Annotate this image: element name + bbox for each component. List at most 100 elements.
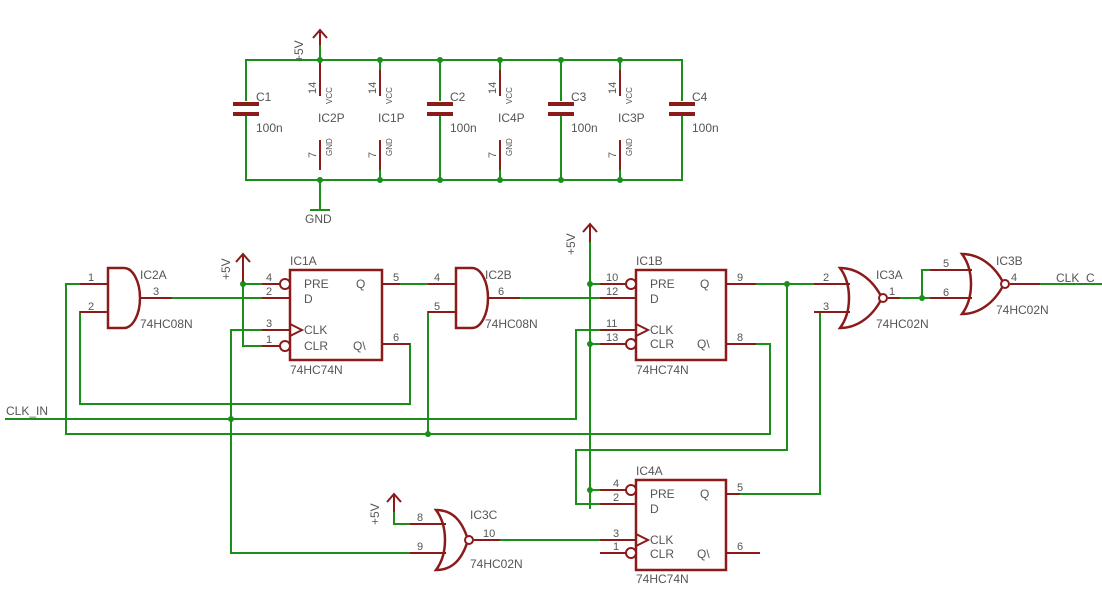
pin-number: 9	[417, 541, 423, 553]
supply-vcc-name: VCC	[325, 87, 334, 104]
pin-number: 4	[434, 272, 440, 284]
nor-gate-ic3a: 2 3 1 IC3A 74HC02N	[814, 266, 929, 331]
gate-part: 74HC02N	[876, 317, 929, 331]
clk-out-label: CLK_C	[1056, 271, 1095, 285]
ff-pin-label: Q\	[697, 547, 710, 561]
capacitor-c3: C3 100n	[548, 90, 598, 135]
ff-pin-label: Q	[700, 277, 709, 291]
supply-vcc-pin: 14	[487, 82, 499, 94]
ff-part: 74HC74N	[636, 363, 689, 377]
pin-number: 3	[153, 286, 159, 298]
pin-number: 2	[266, 286, 272, 298]
vcc-label: +5V	[564, 233, 578, 255]
pin-number: 1	[88, 272, 94, 284]
supply-vcc-pin: 14	[367, 82, 379, 94]
vcc-label-top: +5V	[292, 40, 306, 62]
pin-number: 8	[737, 332, 743, 344]
pin-number: 2	[88, 301, 94, 313]
flipflop-ic4a: 4 2 3 1 5 6 PRE D CLK CLR Q Q\ IC4A 74HC…	[600, 464, 760, 586]
supply-vcc-name: VCC	[625, 87, 634, 104]
pin-number: 12	[606, 286, 618, 298]
ff-pin-label: Q	[700, 487, 709, 501]
gate-name: IC3A	[876, 268, 903, 282]
supply-gnd-pin: 7	[367, 152, 379, 158]
junction-dots-power	[317, 57, 623, 183]
flipflop-ic1a: 4 2 3 1 5 6 PRE D CLK CLR Q Q\ IC1A 74HC…	[262, 254, 410, 377]
supply-gnd-name: GND	[325, 138, 334, 156]
pin-number: 1	[889, 286, 895, 298]
supply-gnd-pin: 7	[607, 152, 619, 158]
vcc-label: +5V	[219, 258, 233, 280]
supply-vcc-pin: 14	[607, 82, 619, 94]
gate-part: 74HC02N	[470, 557, 523, 571]
capacitor-value: 100n	[571, 121, 598, 135]
supply-ic2p: 14 VCC IC2P 7 GND	[307, 60, 345, 170]
gate-name: IC3B	[996, 254, 1023, 268]
capacitor-value: 100n	[692, 121, 719, 135]
flipflop-ic1b: 10 12 11 13 9 8 PRE D CLK CLR Q Q\ IC1B …	[600, 254, 756, 377]
supply-name: IC1P	[378, 111, 405, 125]
gnd-label: GND	[305, 212, 332, 226]
ff-pin-label: Q	[356, 277, 365, 291]
gate-name: IC2B	[485, 268, 512, 282]
ff-part: 74HC74N	[290, 363, 343, 377]
and-gate-ic2a: 1 2 3 IC2A 74HC08N	[80, 266, 193, 331]
supply-gnd-pin: 7	[487, 152, 499, 158]
vcc-arrow-ic1a: +5V	[219, 252, 251, 282]
pin-number: 2	[613, 492, 619, 504]
gate-name: IC3C	[470, 508, 498, 522]
gate-part: 74HC08N	[140, 317, 193, 331]
capacitor-c1: C1 100n	[233, 90, 283, 135]
ff-pin-label: PRE	[650, 277, 675, 291]
supply-gnd-name: GND	[385, 138, 394, 156]
ff-pin-label: PRE	[304, 277, 329, 291]
supply-ic4p: 14 VCC IC4P 7 GND	[487, 70, 525, 170]
pin-number: 6	[393, 332, 399, 344]
capacitor-name: C4	[692, 90, 708, 104]
pin-number: 13	[606, 332, 618, 344]
junction-dots-logic	[228, 281, 925, 493]
ff-pin-label: CLK	[650, 323, 673, 337]
supply-vcc-name: VCC	[505, 87, 514, 104]
supply-gnd-name: GND	[505, 138, 514, 156]
supply-name: IC3P	[618, 111, 645, 125]
nor-gate-ic3b: 5 6 4 IC3B 74HC02N	[930, 252, 1049, 317]
supply-vcc-name: VCC	[385, 87, 394, 104]
capacitor-value: 100n	[450, 121, 477, 135]
pin-number: 5	[737, 482, 743, 494]
ff-pin-label: CLK	[650, 533, 673, 547]
pin-number: 6	[498, 286, 504, 298]
supply-name: IC4P	[498, 111, 525, 125]
pin-number: 6	[737, 541, 743, 553]
pin-number: 8	[417, 512, 423, 524]
ff-pin-label: D	[650, 292, 659, 306]
gate-part: 74HC08N	[485, 317, 538, 331]
vcc-arrow-top: +5V	[292, 28, 328, 62]
supply-ic1p: 14 VCC IC1P 7 GND	[367, 70, 405, 170]
nets	[5, 239, 943, 554]
capacitor-name: C1	[256, 90, 272, 104]
ff-name: IC1B	[636, 254, 663, 268]
pin-number: 11	[606, 318, 617, 330]
pin-number: 6	[943, 287, 949, 299]
pin-number: 3	[266, 318, 272, 330]
pin-number: 1	[266, 334, 272, 346]
ff-pin-label: CLK	[304, 323, 327, 337]
gate-name: IC2A	[140, 268, 167, 282]
vcc-arrow-ic3c: +5V	[368, 492, 402, 525]
nor-gate-ic3c: 8 9 10 IC3C 74HC02N	[410, 508, 523, 572]
capacitor-c2: C2 100n	[427, 90, 477, 135]
pin-number: 3	[823, 301, 829, 313]
ff-pin-label: CLR	[650, 337, 674, 351]
pin-number: 5	[943, 258, 949, 270]
supply-vcc-pin: 14	[307, 82, 319, 94]
pin-number: 1	[613, 541, 619, 553]
ff-pin-label: D	[650, 502, 659, 516]
ff-part: 74HC74N	[636, 572, 689, 586]
ff-name: IC1A	[290, 254, 317, 268]
ff-name: IC4A	[636, 464, 663, 478]
ff-pin-label: Q\	[697, 337, 710, 351]
capacitor-c4: C4 100n	[669, 90, 719, 135]
capacitor-name: C2	[450, 90, 466, 104]
